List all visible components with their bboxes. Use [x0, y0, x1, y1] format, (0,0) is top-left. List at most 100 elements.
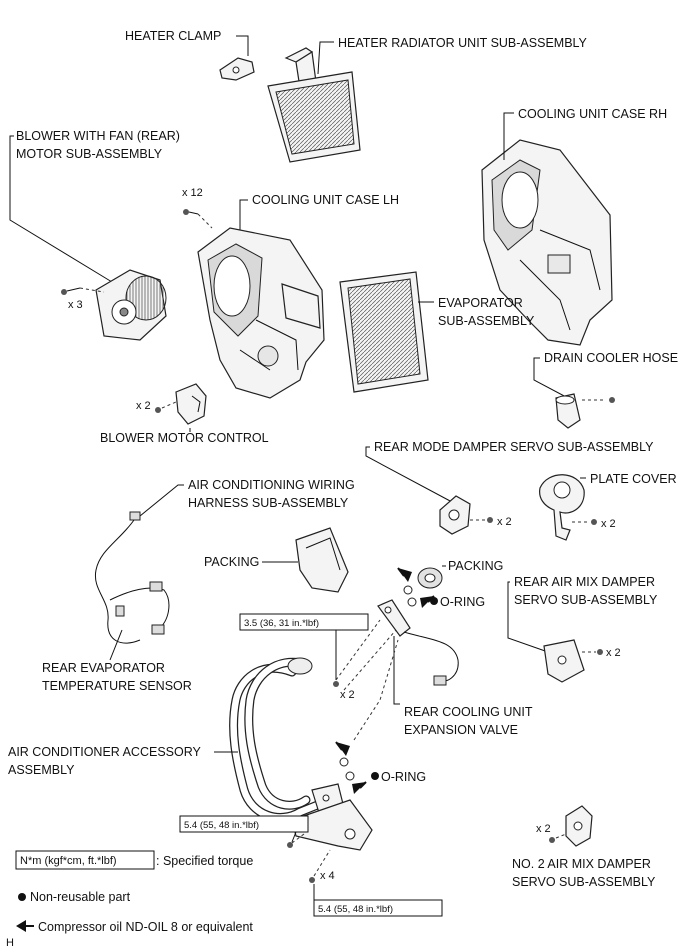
rear-mode-servo-leader — [365, 446, 453, 503]
torque-1-value: 3.5 (36, 31 in.*lbf) — [244, 618, 319, 629]
rear-airmix-label-2: SERVO SUB-ASSEMBLY — [514, 593, 658, 607]
blower-control-qty: x 2 — [136, 400, 151, 412]
expansion-label-1: REAR COOLING UNIT — [404, 705, 533, 719]
drain-hose-label: DRAIN COOLER HOSE — [544, 351, 678, 365]
cooling-case-lh-part — [197, 227, 325, 399]
no2-airmix-screw-icon — [549, 833, 567, 843]
wiring-leader — [139, 484, 184, 517]
packing-1-part — [295, 527, 349, 593]
torque-box-3 — [313, 899, 443, 917]
o-ring-2-part — [407, 597, 417, 607]
rear-mode-servo-screw-icon — [470, 517, 493, 523]
legend-non-reusable: Non-reusable part — [30, 890, 131, 904]
packing-1-label: PACKING — [204, 555, 259, 569]
rear-airmix-label-1: REAR AIR MIX DAMPER — [514, 575, 655, 589]
torque-box-1 — [239, 613, 369, 631]
legend-torque-unit: N*m (kgf*cm, ft.*lbf) — [20, 855, 117, 867]
accessory-bolt-icon — [287, 833, 305, 848]
o-ring-1-part — [403, 585, 413, 595]
legend-oil-arrow-icon — [16, 920, 34, 932]
rear-evap-sensor-label-1: REAR EVAPORATOR — [42, 661, 165, 675]
torque-3-value: 5.4 (55, 48 in.*lbf) — [318, 904, 393, 915]
plate-cover-label: PLATE COVER — [590, 472, 677, 486]
wiring-label-2: HARNESS SUB-ASSEMBLY — [188, 496, 349, 510]
packing-2-label: PACKING — [448, 559, 503, 573]
o-ring-3-part — [339, 757, 349, 767]
no2-airmix-qty: x 2 — [536, 823, 551, 835]
heater-clamp-leader — [236, 35, 249, 56]
case-lh-screw-icon — [183, 209, 213, 229]
packing-2-part — [417, 567, 443, 589]
cooling-case-rh-part — [481, 139, 613, 346]
cooling-case-rh-label: COOLING UNIT CASE RH — [518, 107, 667, 121]
heater-radiator-part — [267, 47, 361, 163]
blower-leader — [9, 135, 113, 283]
plate-cover-part — [539, 474, 585, 541]
legend-torque-box — [15, 850, 155, 870]
drain-hose-screw-icon — [582, 397, 615, 403]
non-reusable-dot-icon — [430, 597, 438, 605]
rear-airmix-qty: x 2 — [606, 647, 621, 659]
rear-airmix-part — [543, 639, 585, 683]
blower-part — [95, 269, 167, 341]
no2-airmix-label-1: NO. 2 AIR MIX DAMPER — [512, 857, 651, 871]
legend-non-reusable-icon — [18, 893, 26, 901]
o-ring-2-label: O-RING — [381, 770, 426, 784]
plate-cover-screw-icon — [572, 519, 597, 525]
plate-cover-qty: x 2 — [601, 518, 616, 530]
corner-mark: H — [6, 937, 14, 949]
drain-hose-part — [555, 393, 581, 429]
no2-airmix-part — [565, 805, 593, 847]
expansion-label-2: EXPANSION VALVE — [404, 723, 518, 737]
accessory-qty: x 4 — [320, 870, 335, 882]
expansion-qty: x 2 — [340, 689, 355, 701]
rear-mode-servo-label: REAR MODE DAMPER SERVO SUB-ASSEMBLY — [374, 440, 654, 454]
heater-radiator-leader — [317, 41, 334, 75]
blower-label-2: MOTOR SUB-ASSEMBLY — [16, 147, 163, 161]
case-lh-qty: x 12 — [182, 187, 203, 199]
heater-clamp-label: HEATER CLAMP — [125, 29, 221, 43]
heater-clamp-part — [219, 57, 255, 81]
blower-label-1: BLOWER WITH FAN (REAR) — [16, 129, 180, 143]
blower-control-part — [175, 383, 207, 425]
blower-screw-icon — [61, 287, 105, 295]
oil-arrow-icon-3 — [335, 741, 350, 756]
expansion-valve-part — [377, 599, 459, 686]
expansion-screw-icon — [333, 681, 339, 687]
non-reusable-dot-icon-2 — [371, 772, 379, 780]
cooling-case-lh-leader — [239, 199, 248, 240]
o-ring-1-label: O-RING — [440, 595, 485, 609]
evaporator-label-1: EVAPORATOR — [438, 296, 523, 310]
rear-airmix-screw-icon — [582, 649, 603, 655]
rear-mode-servo-qty: x 2 — [497, 516, 512, 528]
evaporator-part — [339, 271, 429, 393]
accessory-screw-icon — [309, 849, 331, 883]
blower-qty: x 3 — [68, 299, 83, 311]
no2-airmix-label-2: SERVO SUB-ASSEMBLY — [512, 875, 656, 889]
torque-box-2 — [179, 815, 309, 833]
expansion-valve-leader — [393, 636, 400, 705]
o-ring-4-part — [345, 771, 355, 781]
rear-airmix-leader — [507, 581, 549, 653]
oil-arrow-icon-4 — [352, 781, 367, 794]
legend-specified-torque: : Specified torque — [156, 854, 253, 868]
evaporator-label-2: SUB-ASSEMBLY — [438, 314, 535, 328]
legend-compressor-oil: Compressor oil ND-OIL 8 or equivalent — [38, 920, 253, 934]
accessory-label-2: ASSEMBLY — [8, 763, 75, 777]
rear-evap-sensor-label-2: TEMPERATURE SENSOR — [42, 679, 192, 693]
blower-control-label: BLOWER MOTOR CONTROL — [100, 431, 269, 445]
torque-2-value: 5.4 (55, 48 in.*lbf) — [184, 820, 259, 831]
oil-arrow-icon — [397, 567, 412, 582]
rear-evap-sensor-leader — [109, 629, 123, 661]
cooling-case-lh-label: COOLING UNIT CASE LH — [252, 193, 399, 207]
heater-radiator-label: HEATER RADIATOR UNIT SUB-ASSEMBLY — [338, 36, 588, 50]
torque-2-leader — [291, 831, 297, 843]
accessory-label-1: AIR CONDITIONER ACCESSORY — [8, 745, 202, 759]
wiring-label-1: AIR CONDITIONING WIRING — [188, 478, 355, 492]
rear-mode-servo-part — [439, 495, 471, 535]
wiring-harness-part — [94, 511, 170, 644]
drain-hose-leader — [533, 357, 569, 399]
cooling-case-rh-leader — [503, 112, 514, 160]
blower-control-screw-icon — [155, 401, 177, 413]
